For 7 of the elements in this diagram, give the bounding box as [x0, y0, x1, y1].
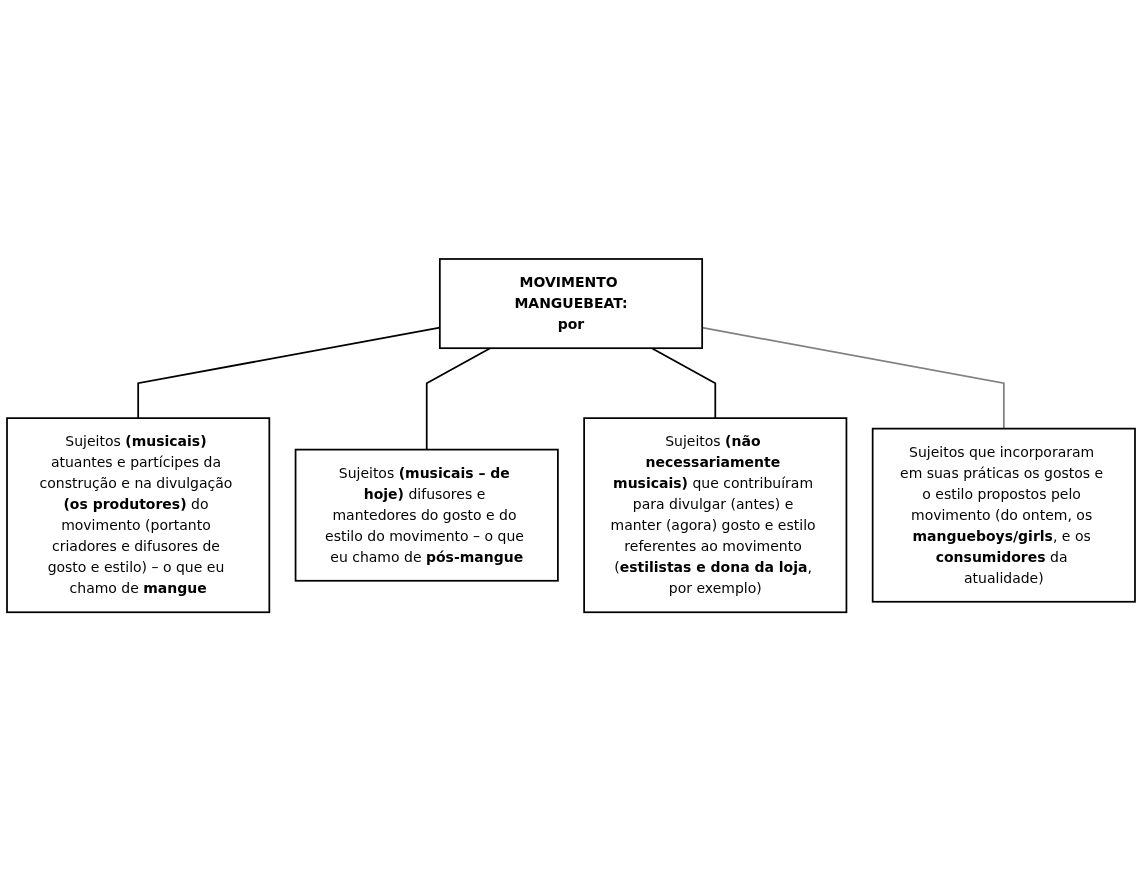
node-box: Sujeitos que incorporaram em suas práticas os gostos e o estilo propostos pelo movimento (do ontem, os mangueboys/girls, e os consumidores da atualidade) [871, 428, 1136, 603]
node-box: MOVIMENTO MANGUEBEAT: por [438, 258, 704, 350]
connector [651, 347, 717, 420]
node-box: Sujeitos (não necessariamente musicais) que contribuíram para divulgar (antes) e manter (agora) gosto e estilo referentes ao movimento (estilistas e dona da loja, por exemplo) [583, 417, 848, 614]
node-box: Sujeitos (musicais) atuantes e partícipes da construção e na divulgação (os produtores) do movimento (portanto criadores e difusores de gosto e estilo) – o que eu chamo de mangue [6, 417, 271, 614]
node-box: Sujeitos (musicais – de hoje) difusores e mantedores do gosto e do estilo do movimento – o que eu chamo de pós-mangue [294, 449, 559, 583]
connector [425, 347, 491, 451]
